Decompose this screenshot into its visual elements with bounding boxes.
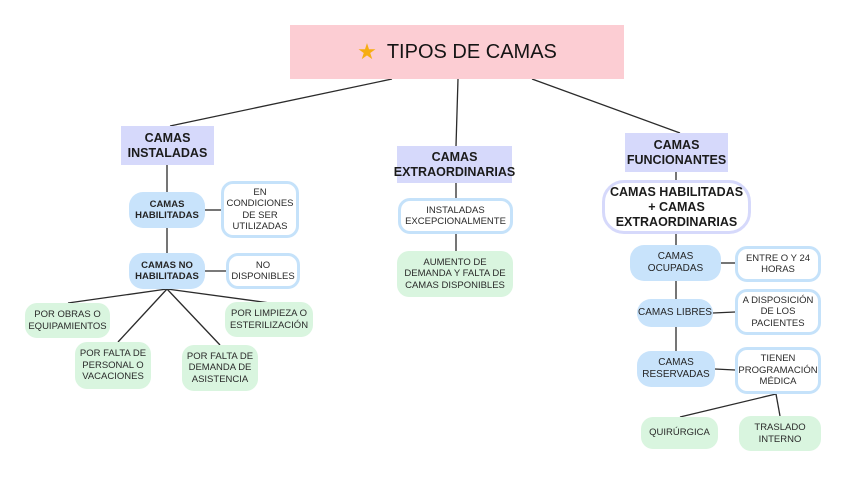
title-label: TIPOS DE CAMAS	[386, 41, 557, 63]
note-no-habilitadas: NO DISPONIBLES	[226, 253, 300, 289]
node-camas-libres: CAMAS LIBRES	[637, 299, 713, 327]
link-nohab-obras	[67, 288, 168, 304]
reason-limpieza-text: POR LIMPIEZA O ESTERILIZACIÓN	[229, 308, 309, 331]
link-title-funcionantes	[531, 78, 681, 134]
formula-funcionantes: CAMAS HABILITADAS + CAMAS EXTRAORDINARIA…	[602, 180, 751, 234]
link-nohab-demanda	[166, 288, 221, 346]
category-funcionantes: CAMAS FUNCIONANTES	[625, 133, 728, 172]
link-note-quirurgica	[679, 393, 777, 418]
type-quirurgica: QUIRÚRGICA	[641, 417, 718, 449]
type-traslado-interno: TRASLADO INTERNO	[739, 416, 821, 451]
category-instaladas-label: CAMAS INSTALADAS	[127, 130, 208, 160]
note-libres: A DISPOSICIÓN DE LOS PACIENTES	[735, 289, 821, 335]
note-habilitadas-text: EN CONDICIONES DE SER UTILIZADAS	[226, 186, 294, 232]
link-note-traslado	[775, 393, 781, 417]
note-reservadas-text: TIENEN PROGRAMACIÓN MÉDICA	[738, 353, 818, 388]
camas-habilitadas-label: CAMAS HABILITADAS	[135, 198, 199, 221]
node-camas-ocupadas: CAMAS OCUPADAS	[630, 245, 721, 281]
reason-obras: POR OBRAS O EQUIPAMIENTOS	[25, 303, 110, 338]
reason-demanda-text: POR FALTA DE DEMANDA DE ASISTENCIA	[186, 350, 254, 385]
note-ocupadas-text: ENTRE O Y 24 HORAS	[745, 252, 811, 275]
link-nohab-limpieza	[166, 288, 271, 304]
reason-extraordinarias-text: AUMENTO DE DEMANDA Y FALTA DE CAMAS DISP…	[404, 256, 506, 291]
category-funcionantes-label: CAMAS FUNCIONANTES	[626, 137, 727, 167]
formula-funcionantes-text: CAMAS HABILITADAS + CAMAS EXTRAORDINARIA…	[609, 184, 744, 229]
type-traslado-interno-text: TRASLADO INTERNO	[754, 422, 806, 445]
category-extraordinarias: CAMAS EXTRAORDINARIAS	[394, 146, 515, 183]
camas-libres-label: CAMAS LIBRES	[638, 307, 712, 318]
note-ocupadas: ENTRE O Y 24 HORAS	[735, 246, 821, 282]
star-icon: ★	[357, 38, 377, 64]
reason-obras-text: POR OBRAS O EQUIPAMIENTOS	[28, 309, 107, 332]
link-reservadas-note	[714, 368, 736, 371]
node-camas-no-habilitadas: CAMAS NO HABILITADAS	[129, 253, 205, 289]
note-extraordinarias-text: INSTALADAS EXCEPCIONALMENTE	[405, 204, 506, 227]
note-no-habilitadas-text: NO DISPONIBLES	[231, 259, 295, 282]
note-habilitadas: EN CONDICIONES DE SER UTILIZADAS	[221, 181, 299, 238]
type-quirurgica-text: QUIRÚRGICA	[649, 427, 710, 439]
reason-limpieza: POR LIMPIEZA O ESTERILIZACIÓN	[225, 302, 313, 337]
node-camas-habilitadas: CAMAS HABILITADAS	[129, 192, 205, 228]
link-title-instaladas	[169, 78, 393, 127]
title-box: ★ TIPOS DE CAMAS	[290, 25, 624, 79]
camas-ocupadas-label: CAMAS OCUPADAS	[647, 251, 704, 274]
link-nohab-personal	[117, 288, 168, 343]
reason-personal: POR FALTA DE PERSONAL O VACACIONES	[75, 342, 151, 389]
camas-no-habilitadas-label: CAMAS NO HABILITADAS	[135, 259, 199, 282]
note-libres-text: A DISPOSICIÓN DE LOS PACIENTES	[742, 294, 814, 329]
reason-demanda: POR FALTA DE DEMANDA DE ASISTENCIA	[182, 345, 258, 391]
camas-reservadas-label: CAMAS RESERVADAS	[642, 357, 710, 380]
note-extraordinarias: INSTALADAS EXCEPCIONALMENTE	[398, 198, 513, 234]
reason-personal-text: POR FALTA DE PERSONAL O VACACIONES	[79, 348, 147, 383]
category-extraordinarias-label: CAMAS EXTRAORDINARIAS	[393, 149, 516, 179]
note-reservadas: TIENEN PROGRAMACIÓN MÉDICA	[735, 347, 821, 394]
reason-extraordinarias: AUMENTO DE DEMANDA Y FALTA DE CAMAS DISP…	[397, 251, 513, 297]
node-camas-reservadas: CAMAS RESERVADAS	[637, 351, 715, 387]
category-instaladas: CAMAS INSTALADAS	[121, 126, 214, 165]
link-libres-note	[712, 311, 736, 314]
link-title-extraordinarias	[455, 78, 459, 147]
